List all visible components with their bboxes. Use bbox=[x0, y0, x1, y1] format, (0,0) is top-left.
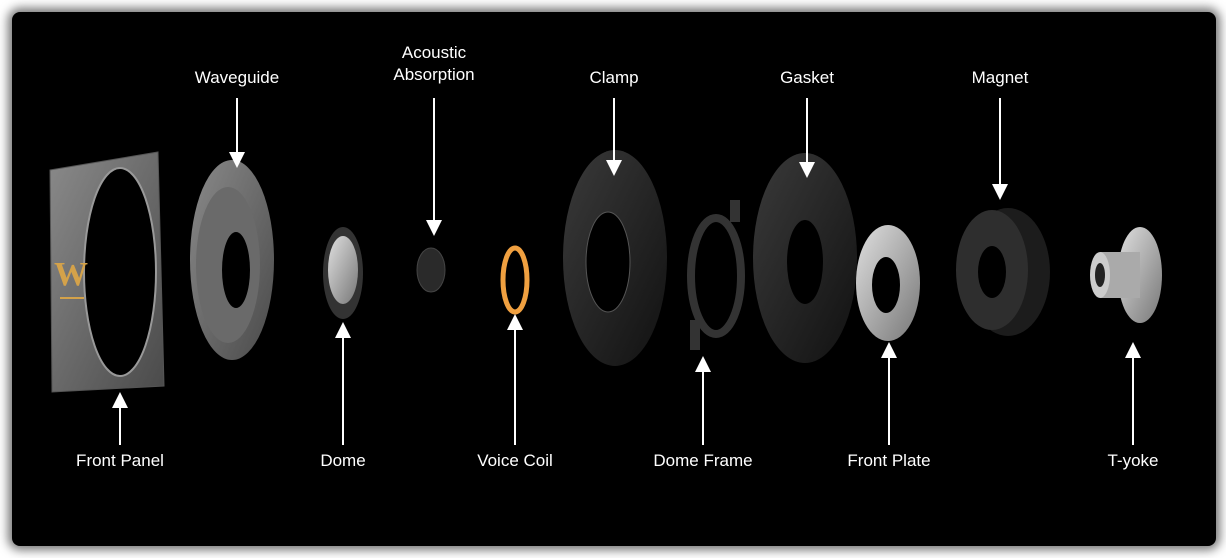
label-acoustic-line2: Absorption bbox=[393, 65, 475, 84]
magnet-part bbox=[956, 208, 1050, 336]
label-front-panel: Front Panel bbox=[76, 451, 164, 470]
label-acoustic-absorption: Acoustic Absorption bbox=[393, 42, 474, 86]
dome-frame-part bbox=[687, 200, 745, 350]
logo: W bbox=[54, 256, 88, 299]
label-dome-frame: Dome Frame bbox=[653, 451, 753, 470]
label-gasket: Gasket bbox=[780, 68, 834, 87]
label-voice-coil: Voice Coil bbox=[477, 451, 553, 470]
front-panel-part: W bbox=[49, 151, 165, 393]
dome-part bbox=[323, 227, 363, 319]
waveguide-part bbox=[190, 160, 274, 360]
front-plate-part bbox=[856, 225, 920, 341]
label-clamp: Clamp bbox=[589, 68, 639, 87]
gasket-part bbox=[753, 153, 857, 363]
label-magnet: Magnet bbox=[971, 68, 1029, 87]
t-yoke-part bbox=[1090, 227, 1162, 323]
label-dome: Dome bbox=[320, 451, 366, 470]
svg-text:W: W bbox=[54, 256, 88, 293]
label-t-yoke: T-yoke bbox=[1107, 451, 1159, 470]
label-front-plate: Front Plate bbox=[847, 451, 931, 470]
label-acoustic-line1: Acoustic bbox=[401, 43, 467, 62]
label-waveguide: Waveguide bbox=[194, 68, 280, 87]
arrows bbox=[112, 98, 1141, 445]
clamp-part bbox=[563, 150, 667, 366]
acoustic-absorption-part bbox=[416, 247, 446, 293]
voice-coil-part bbox=[500, 245, 530, 315]
